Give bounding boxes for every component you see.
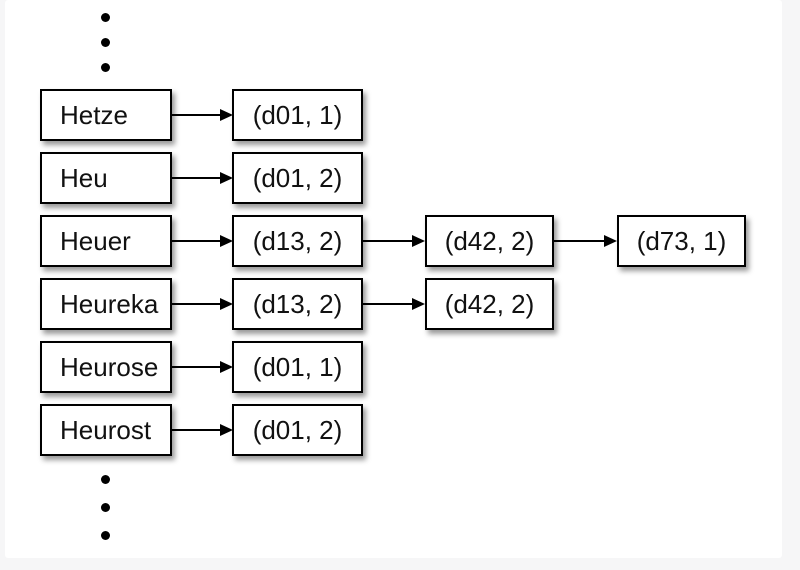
arrow-right-icon	[363, 298, 425, 310]
ellipsis-dot-icon	[101, 503, 110, 512]
arrow-right-icon	[554, 235, 617, 247]
arrow-right-icon	[172, 109, 233, 121]
ellipsis-dot-icon	[101, 475, 110, 484]
posting-box: (d01, 1)	[232, 89, 363, 141]
term-box: Heurost	[40, 404, 172, 456]
ellipsis-dot-icon	[101, 13, 110, 22]
posting-box: (d42, 2)	[425, 215, 554, 267]
posting-box: (d13, 2)	[232, 215, 363, 267]
posting-box: (d73, 1)	[617, 215, 746, 267]
term-box: Heuer	[40, 215, 172, 267]
term-box: Heurose	[40, 341, 172, 393]
arrow-right-icon	[172, 235, 233, 247]
posting-box: (d01, 2)	[232, 152, 363, 204]
term-box: Heu	[40, 152, 172, 204]
arrow-right-icon	[172, 298, 233, 310]
arrow-right-icon	[172, 424, 233, 436]
arrow-right-icon	[172, 172, 233, 184]
term-box: Hetze	[40, 89, 172, 141]
posting-box: (d13, 2)	[232, 278, 363, 330]
ellipsis-dot-icon	[101, 531, 110, 540]
arrow-right-icon	[363, 235, 425, 247]
term-box: Heureka	[40, 278, 172, 330]
posting-box: (d01, 2)	[232, 404, 363, 456]
ellipsis-dot-icon	[101, 63, 110, 72]
ellipsis-dot-icon	[101, 38, 110, 47]
arrow-right-icon	[172, 361, 233, 373]
posting-box: (d42, 2)	[425, 278, 554, 330]
posting-box: (d01, 1)	[232, 341, 363, 393]
